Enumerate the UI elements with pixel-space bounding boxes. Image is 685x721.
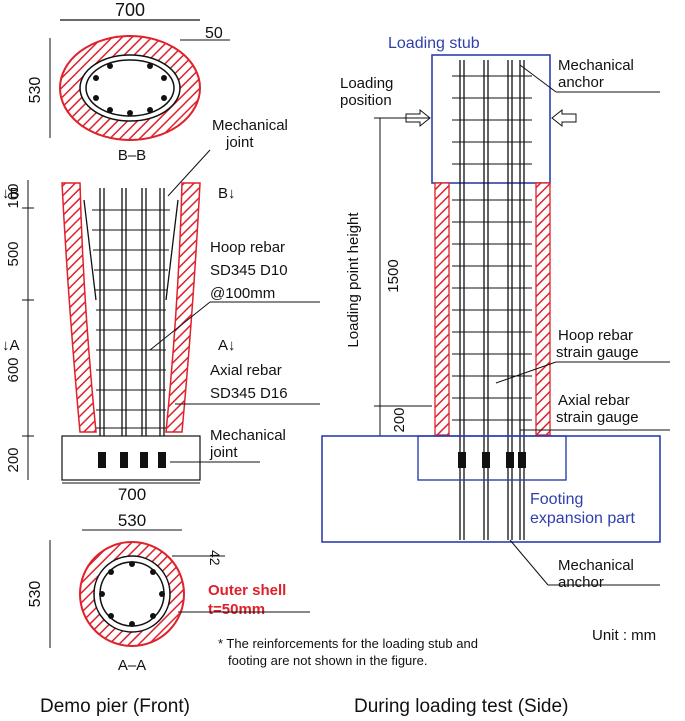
front-mech-joint-top-line2: joint xyxy=(225,134,254,151)
hoop-label-line2: SD345 D10 xyxy=(210,262,288,279)
cut-a-left: ↓A xyxy=(2,337,20,354)
hoop-label-line3: @100mm xyxy=(210,285,275,302)
front-dim-200: 200 xyxy=(5,447,22,472)
footing-expansion-box xyxy=(417,435,567,481)
axial-label-line2: SD345 D16 xyxy=(210,385,288,402)
side-shell-left xyxy=(434,182,450,436)
mech-anchor-top-line2: anchor xyxy=(558,74,604,91)
cut-a-right: A↓ xyxy=(218,337,236,354)
side-hoops xyxy=(452,75,532,421)
caption-side: During loading test (Side) xyxy=(354,696,568,717)
loading-stub-label: Loading stub xyxy=(388,35,480,52)
section-aa: 530 42 530 Outer shell t=50mm A–A xyxy=(27,511,310,674)
side-shell-right xyxy=(535,182,551,436)
front-footing xyxy=(61,435,201,481)
shell-note-line2: t=50mm xyxy=(208,601,265,618)
front-shell-left xyxy=(61,182,97,433)
bb-depth-dim: 530 xyxy=(27,77,44,104)
front-shell-right xyxy=(165,182,201,433)
mech-anchor-bottom-line2: anchor xyxy=(558,574,604,591)
aa-width-dim: 530 xyxy=(118,511,146,530)
bb-thickness-dim: 50 xyxy=(205,25,223,42)
loading-height-dim: 1500 xyxy=(385,259,402,292)
aa-core xyxy=(93,555,171,633)
bb-caption: B–B xyxy=(118,147,146,164)
aa-depth-dim: 530 xyxy=(27,581,44,608)
aa-caption: A–A xyxy=(118,657,146,674)
footing-expansion-line1: Footing xyxy=(530,491,583,508)
front-dim-600: 600 xyxy=(5,357,22,382)
side-bottom-dim: 200 xyxy=(391,407,408,432)
front-mech-joint-top-line1: Mechanical xyxy=(212,117,288,134)
hoop-gauge-line1: Hoop rebar xyxy=(558,327,633,344)
axial-gauge-line1: Axial rebar xyxy=(558,392,630,409)
hoop-gauge-line2: strain gauge xyxy=(556,344,639,361)
front-footing-width: 700 xyxy=(118,485,146,504)
loading-stub-box xyxy=(431,54,551,184)
cut-b-left: ↓B xyxy=(2,185,20,202)
side-couplers xyxy=(458,452,526,468)
cut-b-right: B↓ xyxy=(218,185,236,202)
shell-note-line1: Outer shell xyxy=(208,582,286,599)
axial-label-line1: Axial rebar xyxy=(210,362,282,379)
footnote-line2: footing are not shown in the figure. xyxy=(228,653,427,668)
hoop-label-line1: Hoop rebar xyxy=(210,239,285,256)
loading-height-label: Loading point height xyxy=(345,212,362,348)
front-couplers xyxy=(98,452,166,468)
front-dim-100: 100 xyxy=(5,183,22,208)
bb-width-dim: 700 xyxy=(115,0,145,20)
side-axial-bars xyxy=(459,60,525,540)
bb-core xyxy=(79,54,181,122)
loading-position-line2: position xyxy=(340,92,392,109)
front-axial-bars xyxy=(83,188,179,470)
caption-front: Demo pier (Front) xyxy=(40,696,190,717)
load-arrow-right xyxy=(551,108,577,128)
section-bb: 700 50 530 B–B xyxy=(27,0,230,164)
footnote-line1: * The reinforcements for the loading stu… xyxy=(218,636,478,651)
loading-position-line1: Loading xyxy=(340,75,393,92)
mech-anchor-bottom-line1: Mechanical xyxy=(558,557,634,574)
side-view: Loading stub Mechanical anchor Loading p… xyxy=(321,35,670,591)
front-mech-joint-bottom-line2: joint xyxy=(209,444,238,461)
unit-note: Unit : mm xyxy=(592,627,656,644)
front-dim-500: 500 xyxy=(5,241,22,266)
aa-rebar-dots xyxy=(99,561,165,627)
bb-rebar-dots xyxy=(93,63,167,116)
front-hoops xyxy=(92,209,170,429)
aa-thickness-dim: 42 xyxy=(207,550,223,566)
axial-gauge-line2: strain gauge xyxy=(556,409,639,426)
front-view: Mechanical joint ↓B B↓ xyxy=(2,117,320,504)
mech-anchor-top-line1: Mechanical xyxy=(558,57,634,74)
footing-expansion-line2: expansion part xyxy=(530,510,636,527)
front-mech-joint-bottom-line1: Mechanical xyxy=(210,427,286,444)
